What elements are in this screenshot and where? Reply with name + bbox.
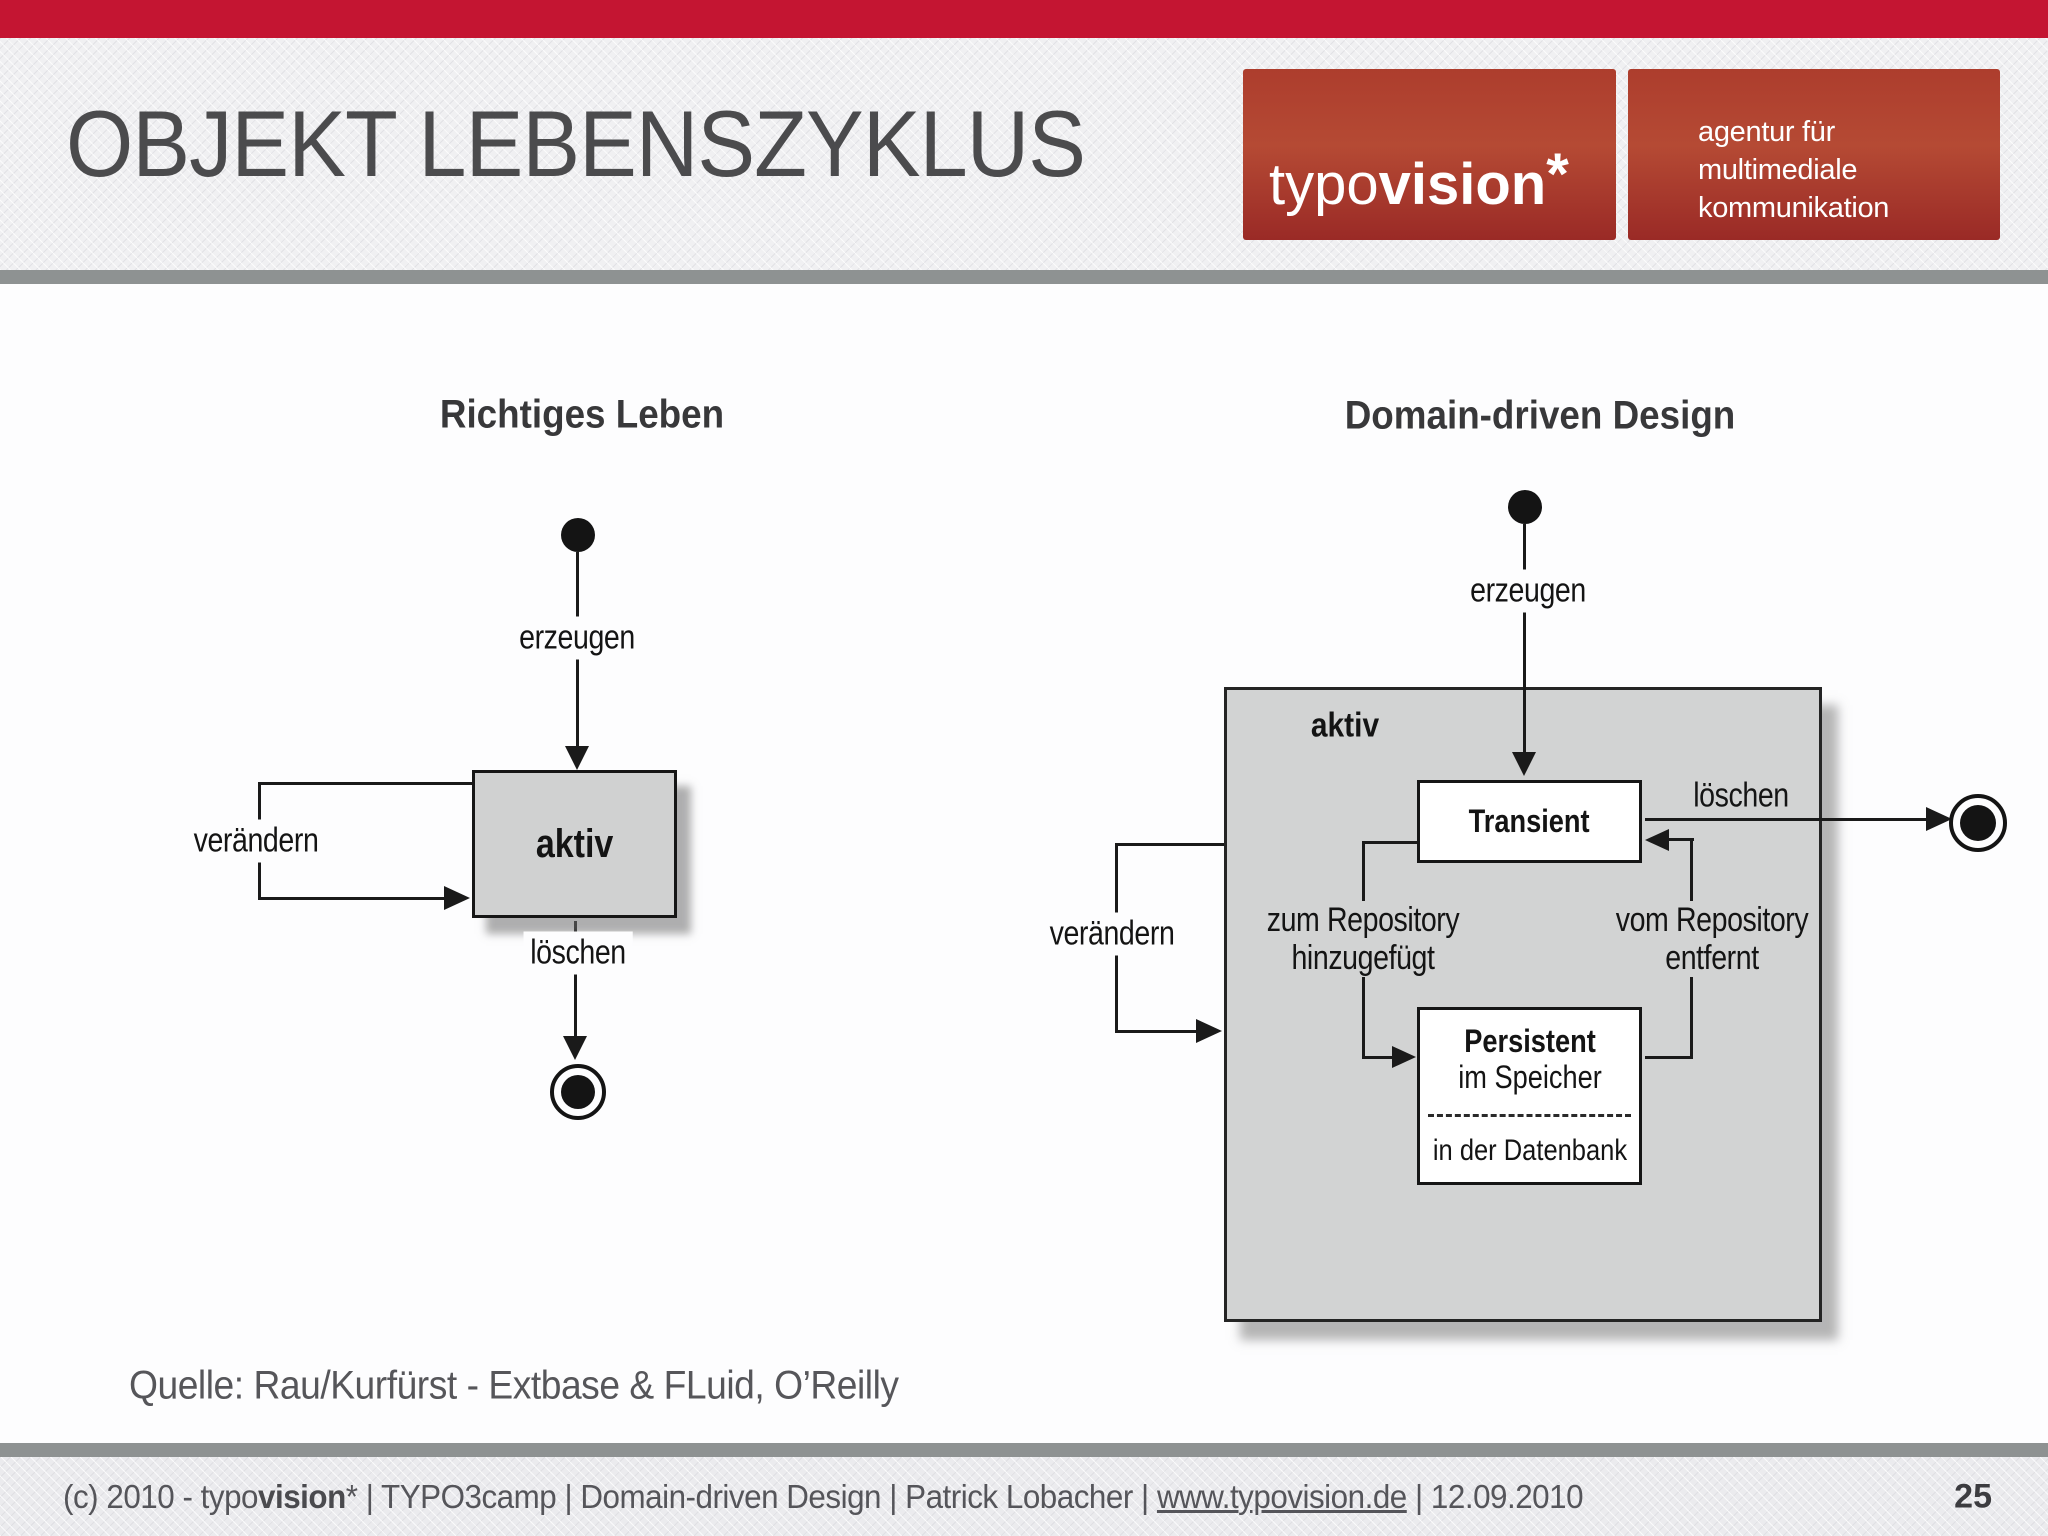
to-repo-line2: hinzugefügt — [1291, 939, 1435, 977]
footer-text: (c) 2010 - typovision* | TYPO3camp | Dom… — [63, 1477, 1584, 1516]
transition-label-create: erzeugen — [512, 616, 642, 660]
arrowhead-left-icon — [1645, 829, 1669, 851]
initial-state-icon — [1508, 490, 1542, 524]
arrowhead-right-icon — [1926, 807, 1952, 831]
modify-loop-line — [258, 897, 446, 900]
typovision-tagline-box: agentur für multimediale kommunikation — [1628, 69, 2000, 240]
footer-url-link[interactable]: www.typovision.de — [1156, 1477, 1407, 1515]
from-repo-line2: entfernt — [1665, 939, 1759, 977]
transition-label-from-repo: vom Repository entfernt — [1610, 901, 1814, 977]
transition-label-modify: verändern — [1042, 912, 1182, 956]
transition-label-modify: verändern — [186, 819, 326, 863]
tagline-line: multimediale — [1698, 154, 1858, 186]
transition-label-delete: löschen — [523, 931, 633, 975]
state-box-persistent: Persistent im Speicher in der Datenbank — [1417, 1007, 1642, 1185]
from-repo-line — [1666, 838, 1694, 841]
persistent-label: Persistent — [1463, 1023, 1596, 1059]
arrowhead-down-icon — [565, 746, 589, 770]
arrowhead-right-icon — [444, 886, 470, 910]
aktiv-region-label: aktiv — [1310, 706, 1380, 745]
brand-bold: vision — [1378, 152, 1547, 217]
state-box-transient-label: Transient — [1469, 803, 1590, 839]
top-accent-bar — [0, 0, 2048, 38]
typovision-wordmark: typovision* — [1269, 145, 1569, 214]
final-state-icon — [1949, 794, 2007, 852]
page-title: OBJEKT LEBENSZYKLUS — [66, 91, 1086, 196]
persistent-memory-label: im Speicher — [1457, 1059, 1602, 1095]
modify-loop-line — [1115, 843, 1224, 846]
footer-divider — [0, 1443, 2048, 1457]
to-repo-line — [1362, 1056, 1394, 1059]
final-state-dot — [561, 1075, 595, 1109]
logo-tagline: agentur für multimediale kommunikation — [1698, 113, 1889, 227]
initial-state-icon — [561, 518, 595, 552]
footer-middle: | TYPO3camp | Domain-driven Design | Pat… — [357, 1477, 1157, 1515]
arrowhead-right-icon — [1392, 1046, 1416, 1068]
from-repo-line1: vom Repository — [1615, 901, 1809, 939]
transition-line — [574, 921, 577, 1038]
header-divider — [0, 270, 2048, 284]
footer-separator: | — [1406, 1477, 1431, 1515]
modify-loop-line — [1115, 1030, 1198, 1033]
from-repo-line — [1645, 1056, 1693, 1059]
typovision-logo: typovision* — [1243, 69, 1616, 240]
tagline-line: agentur für — [1698, 116, 1835, 148]
transition-label-delete: löschen — [1693, 776, 1789, 815]
brand-normal: typo — [1269, 152, 1379, 217]
transition-label-create: erzeugen — [1463, 569, 1593, 613]
state-box-aktiv: aktiv — [472, 770, 677, 918]
page-number: 25 — [1954, 1477, 1992, 1515]
to-repo-line1: zum Repository — [1266, 901, 1460, 939]
dashed-divider — [1428, 1114, 1631, 1117]
asterisk-icon: * — [1546, 141, 1569, 207]
transition-line — [1523, 524, 1526, 752]
tagline-line: kommunikation — [1698, 192, 1890, 224]
to-repo-line — [1362, 841, 1417, 844]
state-box-transient: Transient — [1417, 780, 1642, 863]
footer-copyright: (c) 2010 - typo — [63, 1477, 259, 1515]
persistent-db-label: in der Datenbank — [1432, 1134, 1627, 1167]
delete-transition-line — [1645, 818, 1928, 821]
final-state-dot — [1960, 805, 1996, 841]
right-diagram-heading: Domain-driven Design — [1344, 393, 1736, 438]
footer-asterisk: * — [345, 1477, 358, 1515]
footer-copyright-bold: vision — [258, 1477, 346, 1515]
left-diagram-heading: Richtiges Leben — [439, 392, 725, 437]
state-box-aktiv-label: aktiv — [535, 821, 614, 866]
arrowhead-down-icon — [1512, 752, 1536, 776]
modify-loop-line — [258, 782, 474, 785]
transition-label-to-repo: zum Repository hinzugefügt — [1261, 901, 1465, 977]
footer: (c) 2010 - typovision* | TYPO3camp | Dom… — [0, 1457, 2048, 1536]
arrowhead-down-icon — [563, 1036, 587, 1060]
source-note: Quelle: Rau/Kurfürst - Extbase & FLuid, … — [129, 1363, 899, 1408]
footer-date: 12.09.2010 — [1430, 1477, 1584, 1515]
final-state-icon — [550, 1064, 606, 1120]
arrowhead-right-icon — [1196, 1019, 1222, 1043]
